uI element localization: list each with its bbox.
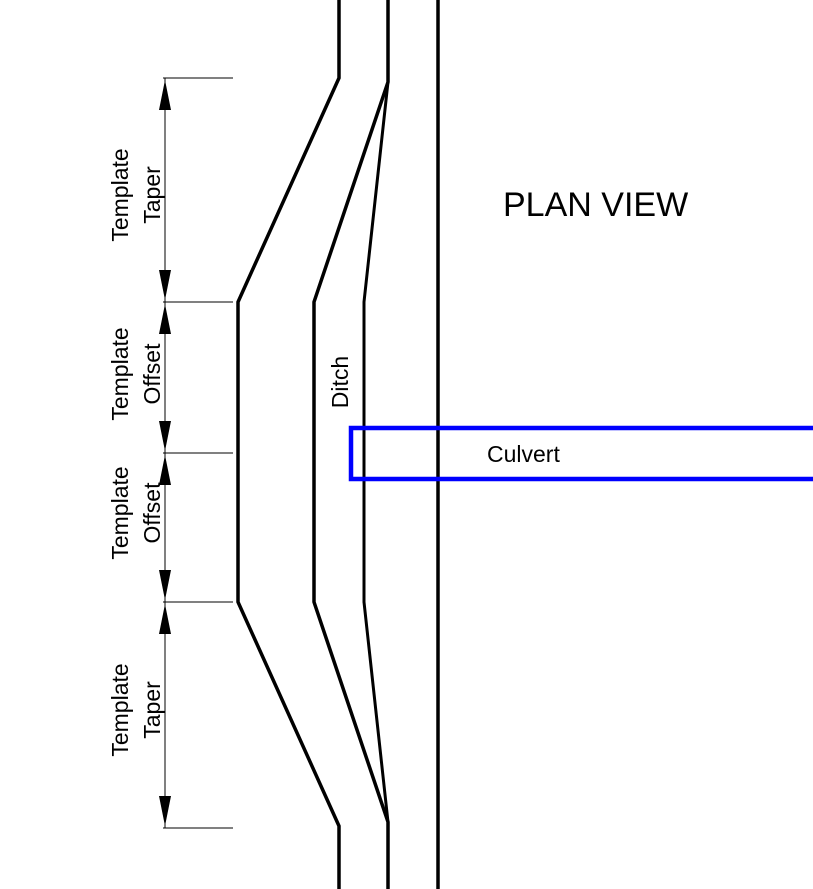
arrow-down — [159, 421, 171, 451]
ditch-label: Ditch — [327, 356, 353, 408]
ditch-bottom-line — [312, 0, 390, 889]
dimension-label-line2: Taper — [139, 681, 165, 739]
dimension-label-offset-upper: Template Offset — [107, 327, 165, 420]
dimension-label-offset-lower: Template Offset — [107, 466, 165, 559]
dimension-label-line1: Template — [107, 327, 133, 420]
arrow-up — [159, 604, 171, 634]
culvert-outline — [348, 425, 813, 482]
dimension-label-line2: Taper — [139, 166, 165, 224]
arrow-up — [159, 455, 171, 485]
dimension-label-taper-top: Template Taper — [107, 148, 165, 241]
dimension-label-line2: Offset — [139, 482, 165, 544]
dimension-label-line1: Template — [107, 663, 133, 756]
arrow-up — [159, 304, 171, 334]
inner-ditch-line — [362, 81, 390, 823]
culvert-label: Culvert — [487, 441, 560, 467]
outer-ditch-edge-line — [236, 0, 341, 889]
dimension-label-line2: Offset — [139, 343, 165, 405]
arrow-down — [159, 796, 171, 826]
arrow-down — [159, 570, 171, 600]
dimension-arrows — [159, 80, 171, 826]
dimension-label-line1: Template — [107, 148, 133, 241]
dimension-label-line1: Template — [107, 466, 133, 559]
ditch-label-group: Ditch — [327, 356, 353, 408]
plan-view-title: PLAN VIEW — [503, 186, 688, 224]
arrow-down — [159, 270, 171, 300]
arrow-up — [159, 80, 171, 110]
dimension-label-taper-bottom: Template Taper — [107, 663, 165, 756]
